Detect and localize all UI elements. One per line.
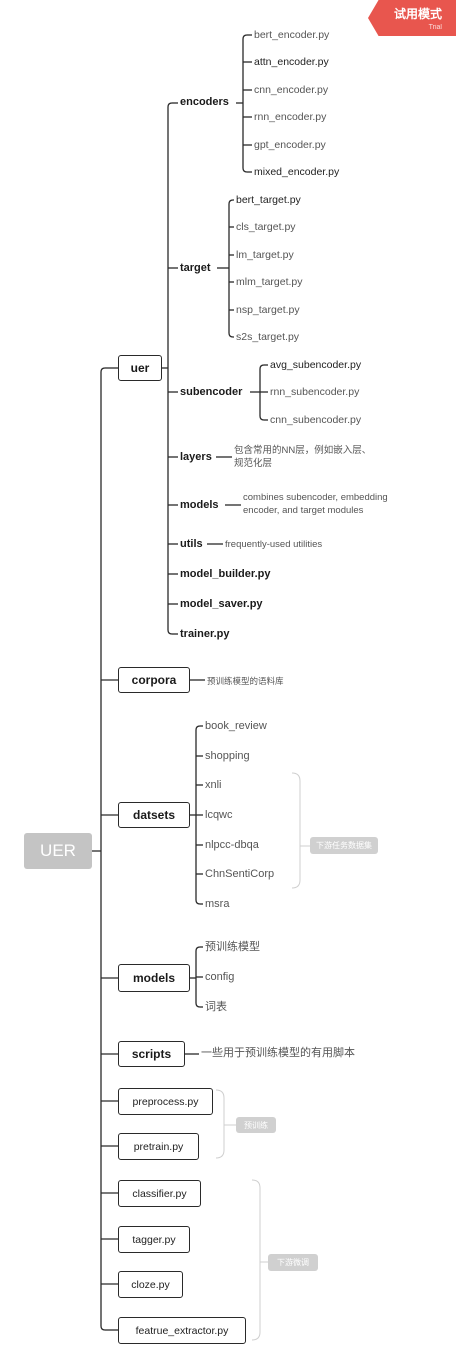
models-item-config: config [205,971,235,983]
node-utils: utils [180,538,203,550]
corpora-note: 预训练模型的语料库 [207,676,284,686]
node-uer: uer [118,355,162,381]
file-cls-target: cls_target.py [236,221,296,233]
file-preprocess: preprocess.py [118,1088,213,1115]
models-note-line-1: combines subencoder, embedding [243,492,388,503]
node-layers: layers [180,451,212,463]
layers-note-line-1: 包含常用的NN层，例如嵌入层、 [234,445,372,456]
utils-note: frequently-used utilities [225,539,323,550]
node-corpora: corpora [118,667,190,693]
file-attn-encoder: attn_encoder.py [254,56,329,68]
file-rnn-encoder: rnn_encoder.py [254,111,327,123]
connector [228,199,234,338]
dataset-shopping: shopping [205,750,250,762]
root-node-uer: UER [24,833,92,869]
file-gpt-encoder: gpt_encoder.py [254,139,326,151]
file-pretrain: pretrain.py [118,1133,199,1160]
dataset-xnli: xnli [205,779,222,791]
connector [251,1179,261,1341]
dataset-lcqwc: lcqwc [205,809,233,821]
models-note-line-2: encoder, and target modules [243,504,364,516]
connector [242,34,248,173]
trial-mode-badge[interactable]: 试用模式 Trial [368,0,456,36]
file-model-saver: model_saver.py [180,598,263,610]
file-bert-target: bert_target.py [236,194,301,206]
file-avg-subencoder: avg_subencoder.py [270,359,362,371]
file-trainer: trainer.py [180,628,230,640]
connector [167,102,173,635]
node-datsets: datsets [118,802,190,828]
layers-note: 包含常用的NN层，例如嵌入层、 规范化层 [234,445,371,471]
models-item-pretrained: 预训练模型 [205,941,260,953]
node-target: target [180,262,211,274]
trial-badge-subtitle: Trial [428,24,442,31]
file-cloze: cloze.py [118,1271,183,1298]
file-cnn-subencoder: cnn_subencoder.py [270,414,362,426]
finetune-tag: 下游微调 [268,1254,318,1271]
file-mixed-encoder: mixed_encoder.py [254,166,340,178]
dataset-msra: msra [205,898,230,910]
file-model-builder: model_builder.py [180,568,271,580]
layers-note-line-2: 规范化层 [234,457,273,469]
file-mlm-target: mlm_target.py [236,276,303,288]
scripts-note: 一些用于预训练模型的有用脚本 [201,1047,355,1059]
file-bert-encoder: bert_encoder.py [254,29,330,41]
file-s2s-target: s2s_target.py [236,331,300,343]
connector [291,772,301,889]
file-cnn-encoder: cnn_encoder.py [254,84,329,96]
pretrain-tag: 预训练 [236,1117,276,1133]
file-tagger: tagger.py [118,1226,190,1253]
node-models: models [118,964,190,992]
datasets-tag: 下游任务数据集 [310,837,378,854]
file-rnn-subencoder: rnn_subencoder.py [270,386,360,398]
trial-badge-title: 试用模式 [393,7,442,21]
dataset-book-review: book_review [205,720,267,732]
file-featrue-extractor: featrue_extractor.py [118,1317,246,1344]
node-scripts: scripts [118,1041,185,1067]
dataset-nlpcc-dbqa: nlpcc-dbqa [205,839,259,851]
file-lm-target: lm_target.py [236,249,294,261]
models-sub-note: combines subencoder, embedding encoder, … [243,492,388,518]
file-nsp-target: nsp_target.py [236,304,300,316]
connector [100,367,106,1331]
node-encoders: encoders [180,96,229,108]
dataset-chnsenticorp: ChnSentiCorp [205,868,275,880]
file-classifier: classifier.py [118,1180,201,1207]
models-item-vocab: 词表 [205,1001,227,1013]
connector [215,1089,225,1159]
node-models-sub: models [180,499,219,511]
node-subencoder: subencoder [180,386,243,398]
